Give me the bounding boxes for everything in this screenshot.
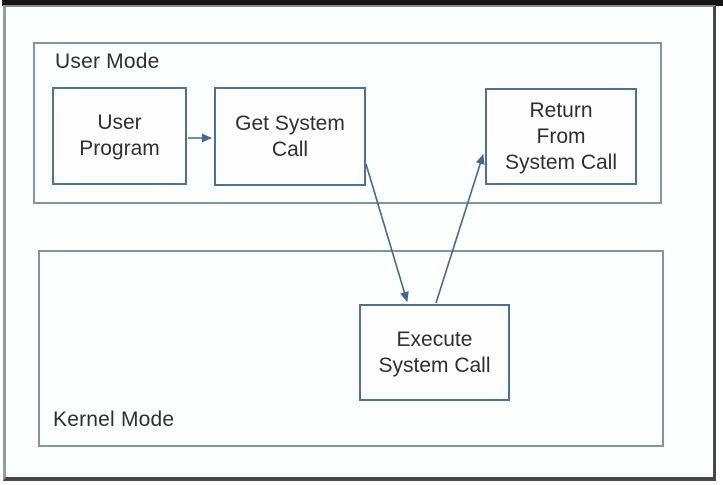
node-return-line1: Return [529,98,593,122]
node-execute-system-call: Execute System Call [359,304,510,401]
kernel-mode-region: Kernel Mode [38,250,664,447]
node-user-program-line2: Program [79,137,160,160]
user-mode-region: User Mode [33,42,662,204]
node-get-system-call-line2: Call [271,137,309,161]
kernel-mode-label: Kernel Mode [53,408,175,431]
node-return-from-system-call: Return From System Call [485,88,637,185]
diagram-outer-frame [3,5,716,481]
node-execute-line2: System Call [378,353,491,377]
node-return-line3: System Call [504,150,618,174]
node-get-system-call: Get System Call [214,87,366,186]
node-execute-line1: Execute [396,327,473,351]
node-return-line2: From [536,124,586,148]
user-mode-label: User Mode [55,50,160,73]
picture-top-border [2,0,723,6]
node-user-program-line1: User [97,111,142,134]
node-user-program: User Program [52,87,187,185]
node-get-system-call-line1: Get System [235,111,345,135]
